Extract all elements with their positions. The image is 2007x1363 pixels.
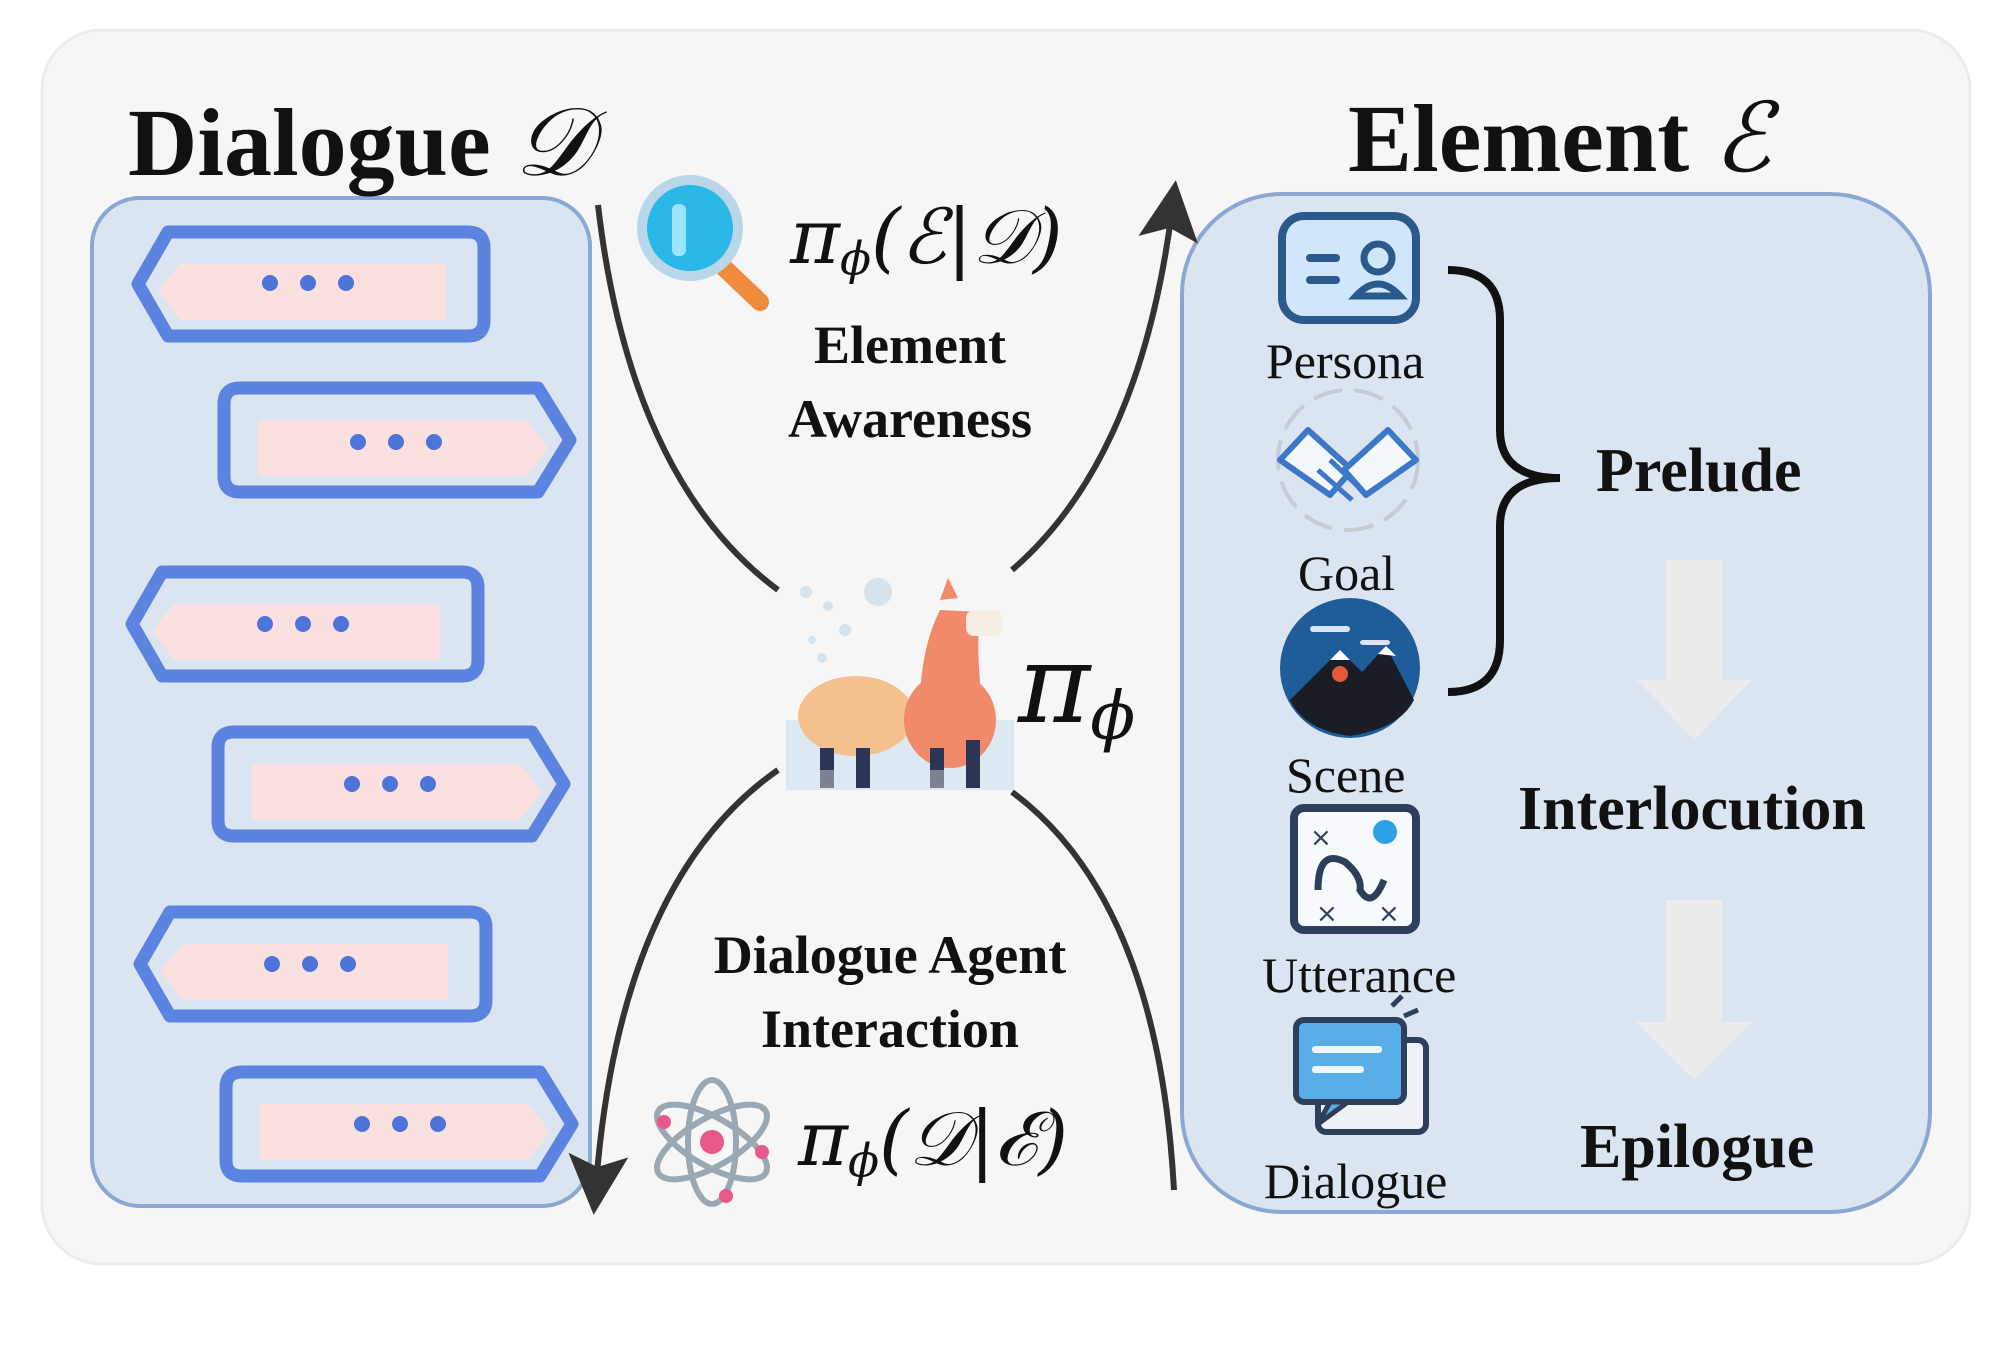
- element-label-dialogue: Dialogue: [1264, 1153, 1448, 1209]
- label-dialogue-agent-interaction: Dialogue Agent Interaction: [713, 925, 1067, 1059]
- arrow-prelude-to-interlocution: [1636, 560, 1752, 740]
- element-label-persona: Persona: [1266, 333, 1425, 389]
- chat-bubbles-icon: [1293, 994, 1429, 1135]
- bubble-6: [219, 1065, 579, 1183]
- bubble-2: [217, 381, 577, 499]
- bubble-5: [133, 905, 493, 1023]
- element-label-scene: Scene: [1286, 747, 1406, 803]
- phase-epilogue: Epilogue: [1580, 1113, 1815, 1181]
- handshake-icon: [1276, 388, 1420, 532]
- phase-interlocution: Interlocution: [1518, 775, 1866, 843]
- element-label-utterance: Utterance: [1262, 947, 1457, 1003]
- svg-text:×: ×: [1316, 899, 1338, 929]
- arrow-to-element: [1010, 180, 1198, 573]
- phase-prelude: Prelude: [1596, 437, 1802, 505]
- curve-bottom-right: [1010, 789, 1177, 1191]
- mountain-scene-icon: [1280, 598, 1420, 738]
- label-element-awareness: Element Awareness: [788, 315, 1032, 449]
- persona-card-icon: [1278, 212, 1420, 324]
- element-title: Element ℰ: [1348, 82, 1772, 194]
- formula-element-given-dialogue: πϕ(ℰ|𝒟): [790, 192, 1063, 286]
- prelude-brace: [1447, 266, 1561, 696]
- llama-icon: [786, 578, 1014, 790]
- bubble-3: [125, 565, 485, 683]
- path-map-icon: × × ×: [1290, 804, 1420, 934]
- atom-icon: [653, 1077, 771, 1207]
- arrow-interlocution-to-epilogue: [1636, 900, 1752, 1080]
- dialogue-panel: [90, 196, 592, 1208]
- arrow-to-dialogue: [568, 767, 780, 1215]
- model-symbol: πϕ: [1018, 620, 1136, 755]
- svg-text:×: ×: [1378, 899, 1400, 929]
- curve-top-left: [595, 204, 780, 593]
- element-label-goal: Goal: [1298, 545, 1396, 601]
- svg-text:×: ×: [1310, 823, 1332, 853]
- dialogue-title: Dialogue 𝒟: [128, 86, 592, 198]
- formula-dialogue-given-element: πϕ(𝒟|ℰ): [798, 1094, 1069, 1188]
- bubble-4: [211, 725, 571, 843]
- magnifier-icon: [637, 175, 769, 311]
- bubble-1: [131, 225, 491, 343]
